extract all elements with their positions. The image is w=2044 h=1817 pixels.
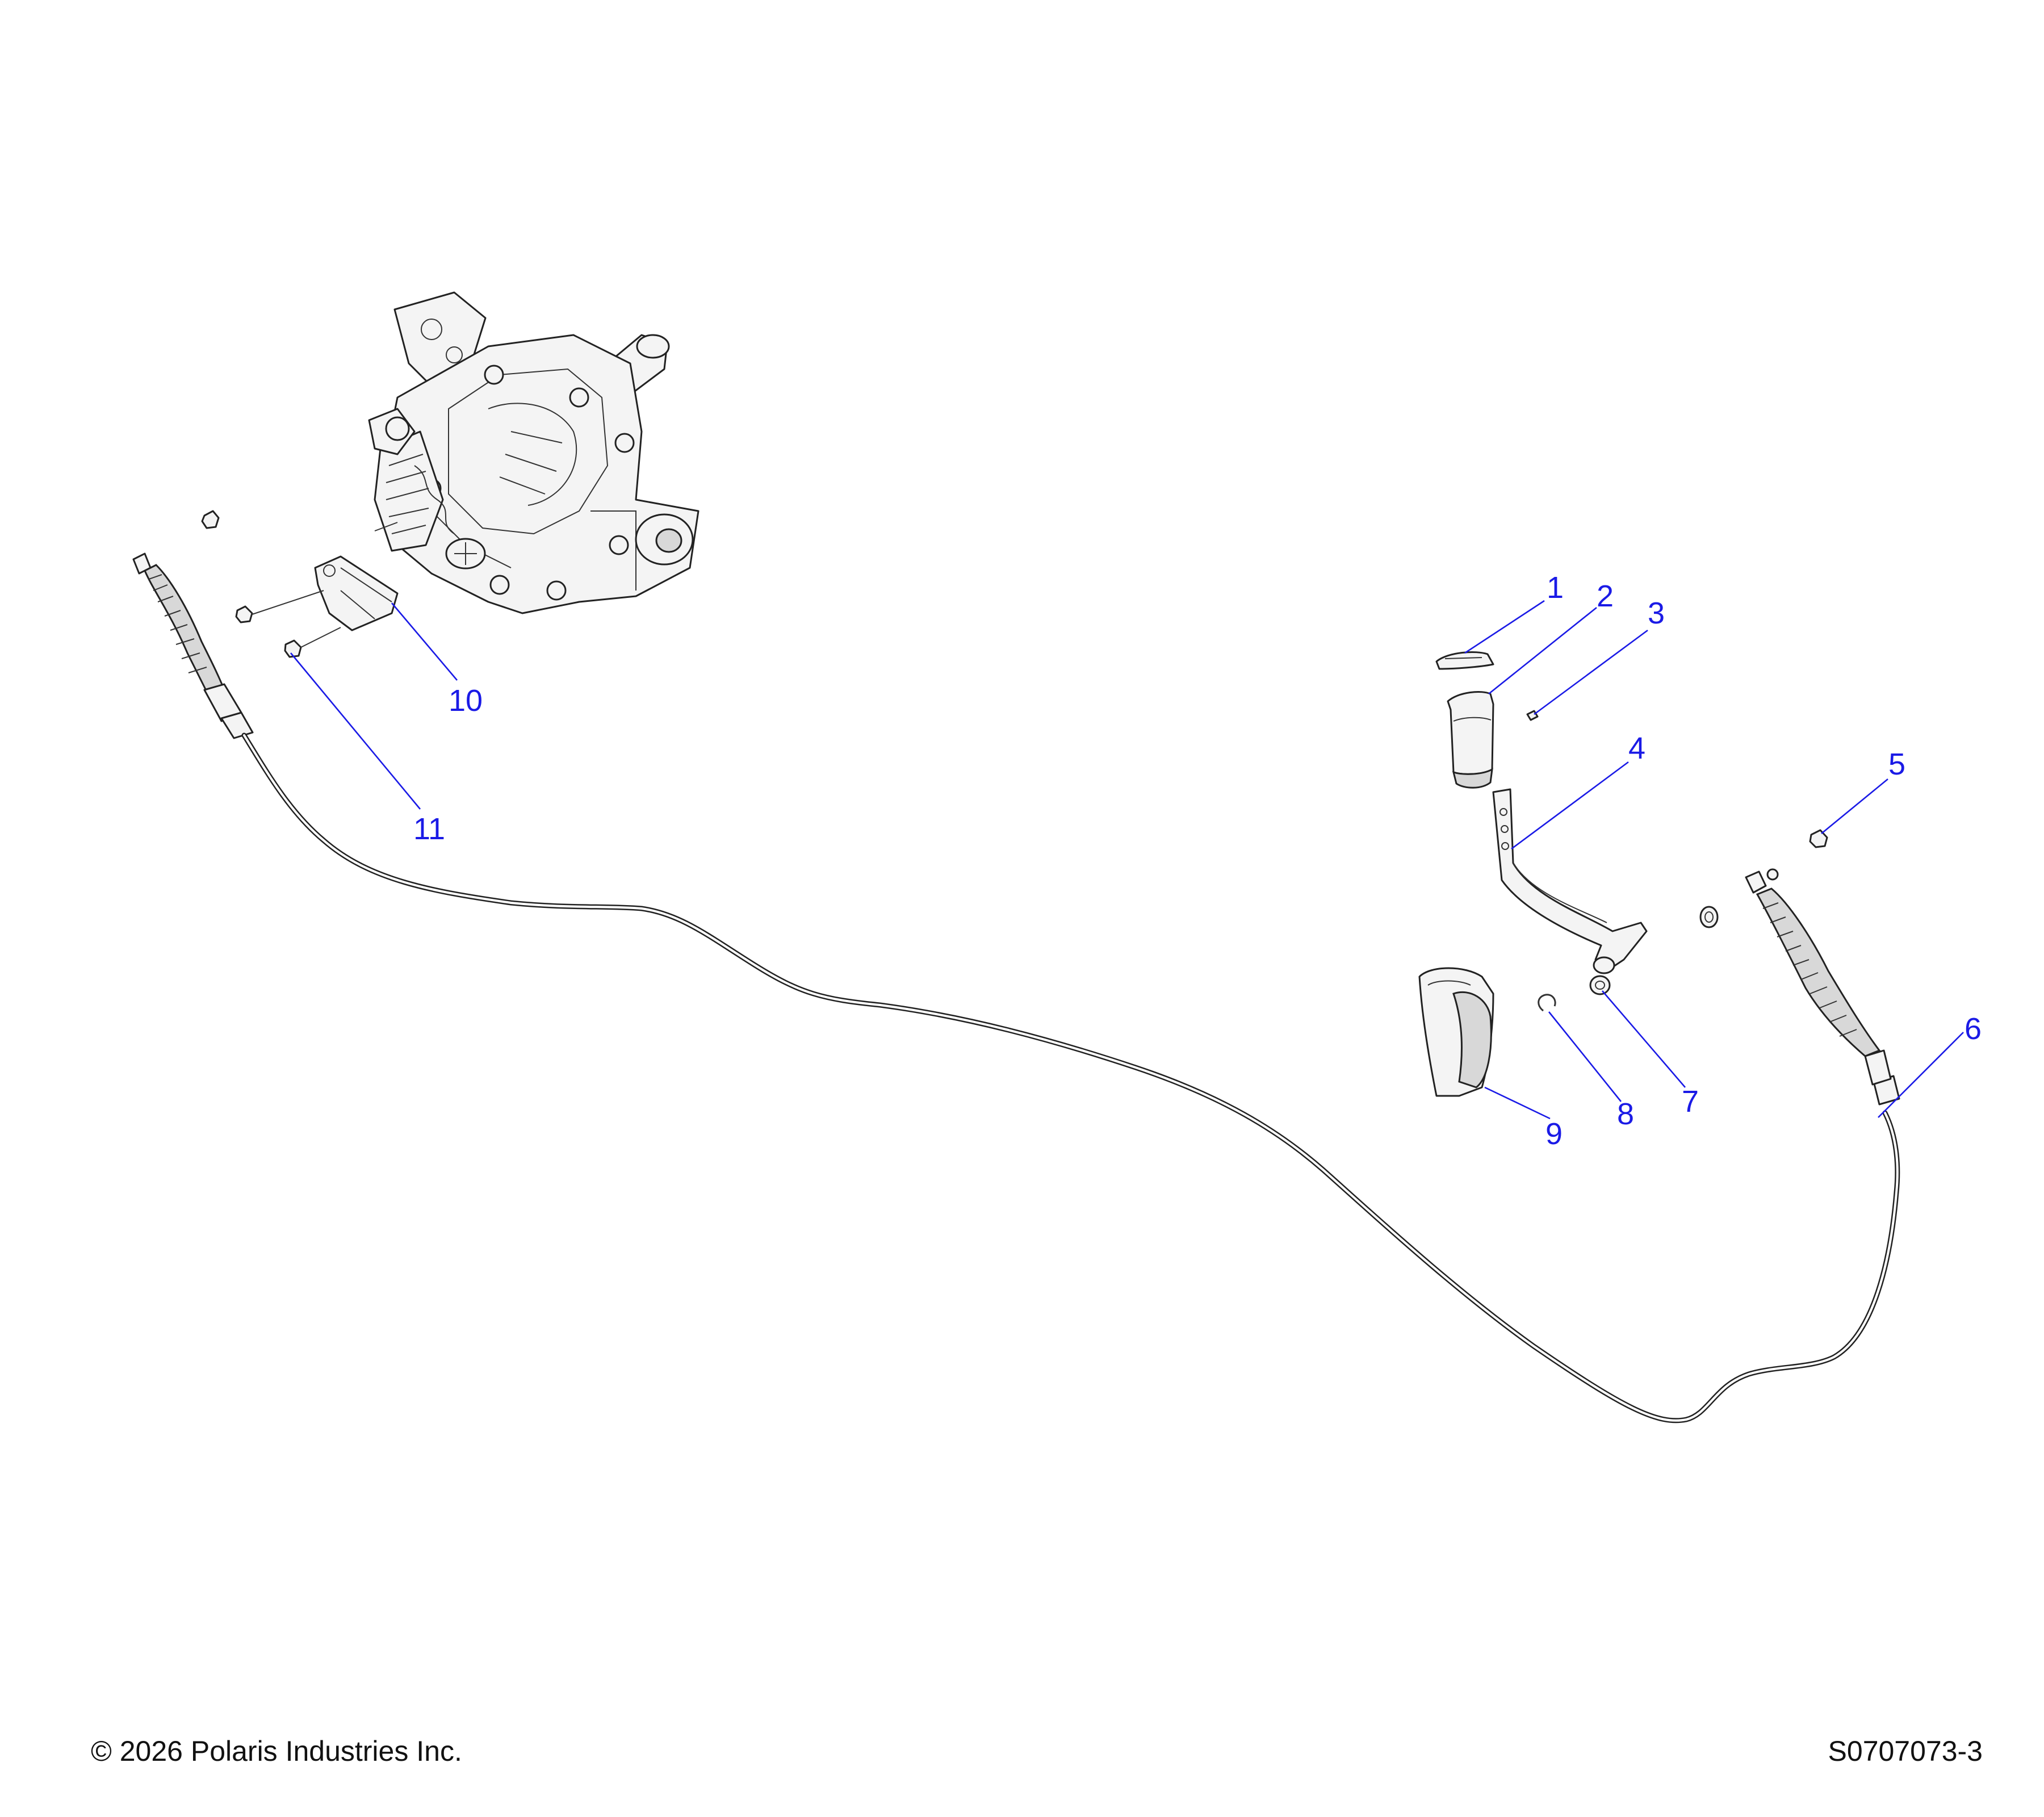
- leader-2: [1488, 606, 1597, 695]
- cable-bracket: [314, 555, 399, 631]
- callout-7: 7: [1682, 1085, 1699, 1119]
- callout-3: 3: [1648, 596, 1665, 630]
- leader-10: [391, 602, 458, 681]
- leader-11: [290, 652, 421, 810]
- leader-9: [1484, 1086, 1551, 1120]
- leader-6: [1878, 1032, 1964, 1118]
- transmission-assembly: [368, 291, 700, 614]
- nut-upper-left: [201, 510, 220, 529]
- shift-boot: [1418, 967, 1494, 1097]
- callout-9: 9: [1545, 1117, 1563, 1151]
- bushing: [1589, 975, 1611, 995]
- bolt-left-1: [235, 590, 324, 623]
- callout-2: 2: [1597, 579, 1614, 613]
- shift-knob-cap: [1435, 651, 1494, 670]
- leader-1: [1464, 600, 1545, 654]
- nut: [1809, 829, 1828, 848]
- leader-8: [1548, 1011, 1622, 1102]
- copyright-text: © 2026 Polaris Industries Inc.: [91, 1735, 462, 1767]
- callout-numbers: 1 2 3 4 5 6 7 8 9 10 11: [413, 571, 1982, 1151]
- diagram-id: S0707073-3: [1828, 1735, 1983, 1767]
- callout-1: 1: [1547, 571, 1564, 605]
- callout-10: 10: [449, 684, 483, 718]
- leader-7: [1602, 990, 1686, 1088]
- leader-4: [1511, 761, 1629, 850]
- washer-upper: [1699, 906, 1719, 928]
- callout-11: 11: [413, 812, 445, 846]
- callout-4: 4: [1628, 731, 1645, 765]
- retaining-clip: [1538, 994, 1556, 1012]
- leader-3: [1534, 629, 1648, 715]
- callout-8: 8: [1617, 1097, 1634, 1131]
- callout-6: 6: [1965, 1012, 1982, 1046]
- bolt-left-2: [284, 627, 341, 658]
- shift-cable: [132, 552, 1900, 1424]
- leader-lines: [290, 600, 1964, 1120]
- shift-knob: [1447, 691, 1494, 789]
- shift-lever: [1492, 788, 1648, 974]
- callout-5: 5: [1888, 747, 1905, 781]
- leader-5: [1821, 778, 1888, 835]
